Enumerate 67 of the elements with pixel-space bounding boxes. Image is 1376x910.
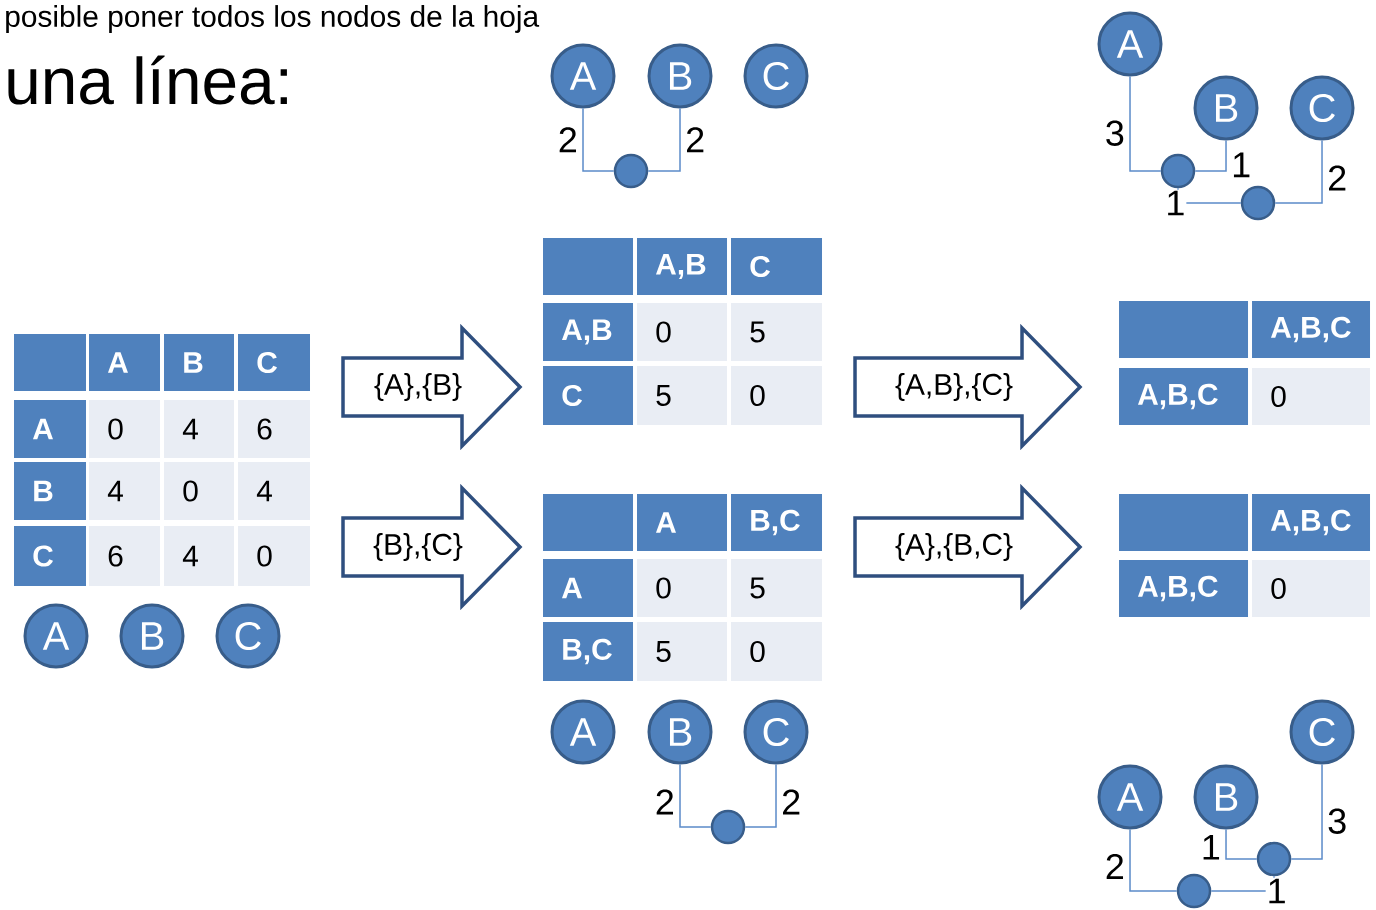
junction-circle xyxy=(613,153,649,189)
table-cell: 5 xyxy=(637,622,727,681)
table-cell: 0 xyxy=(637,559,727,617)
header-cell: A,B,C xyxy=(1252,494,1370,551)
heading-text: posible poner todos los nodos de la hoja xyxy=(6,5,540,33)
header-cell: A,B xyxy=(637,238,727,295)
connector-line xyxy=(679,763,712,828)
edge-label: 2 xyxy=(780,788,803,816)
table-cell: 0 xyxy=(238,526,310,586)
edge-label: 1 xyxy=(1265,877,1288,905)
table-cell: 0 xyxy=(731,366,822,425)
row-header-cell: A xyxy=(14,400,86,458)
header-cell: A xyxy=(637,494,727,551)
connector-line xyxy=(1225,828,1258,860)
row-header-cell: A,B,C xyxy=(1119,368,1248,425)
table-cell: 0 xyxy=(164,462,234,520)
connector-line xyxy=(744,763,777,828)
junction-circle xyxy=(1160,153,1196,189)
connector-line xyxy=(1129,75,1162,172)
junction-circle xyxy=(710,809,746,845)
connector-line xyxy=(1274,139,1323,204)
edge-label: 2 xyxy=(1326,164,1349,192)
row-header-cell: C xyxy=(543,366,633,425)
table-cell: 0 xyxy=(637,303,727,361)
row-header-cell: B xyxy=(14,462,86,520)
edge-label: 2 xyxy=(1103,852,1126,880)
edge-label: 3 xyxy=(1103,119,1126,147)
connector-line xyxy=(647,107,681,172)
table-cell: 0 xyxy=(1252,368,1370,425)
row-header-cell: A,B,C xyxy=(1119,560,1248,617)
table-cell: 5 xyxy=(731,303,822,361)
row-header-cell: B,C xyxy=(543,622,633,681)
header-cell: A,B,C xyxy=(1252,301,1370,358)
header-cell: B xyxy=(164,334,234,391)
table-cell: 4 xyxy=(164,526,234,586)
edge-label: 2 xyxy=(653,788,676,816)
junction-circle xyxy=(1240,185,1276,221)
connector-line xyxy=(1194,139,1227,172)
table-cell: 4 xyxy=(164,400,234,458)
edge-label: 1 xyxy=(1199,833,1222,861)
connector-line xyxy=(1290,763,1323,860)
edge-label: 1 xyxy=(1164,189,1187,217)
header-cell: C xyxy=(731,238,822,295)
edge-label: 2 xyxy=(684,126,707,154)
table-cell: 4 xyxy=(89,462,160,520)
connector-line xyxy=(582,107,615,172)
junction-circle xyxy=(1176,873,1212,909)
edge-label: 2 xyxy=(556,126,579,154)
edge-label: 3 xyxy=(1326,807,1349,835)
row-header-cell: A xyxy=(543,559,633,617)
table-cell: 4 xyxy=(238,462,310,520)
table-cell: 6 xyxy=(238,400,310,458)
junction-circle xyxy=(1256,841,1292,877)
table-cell: 0 xyxy=(89,400,160,458)
table-cell: 6 xyxy=(89,526,160,586)
connector-line xyxy=(1129,828,1178,892)
header-cell: B,C xyxy=(731,494,822,551)
header-cell: A xyxy=(89,334,160,391)
table-cell: 0 xyxy=(1252,560,1370,617)
table-cell: 0 xyxy=(731,622,822,681)
row-header-cell: C xyxy=(14,526,86,586)
table-cell: 5 xyxy=(637,366,727,425)
header-cell: C xyxy=(238,334,310,391)
edge-label: 1 xyxy=(1230,151,1253,179)
row-header-cell: A,B xyxy=(543,303,633,361)
heading-text: una línea: xyxy=(8,55,287,105)
table-cell: 5 xyxy=(731,559,822,617)
